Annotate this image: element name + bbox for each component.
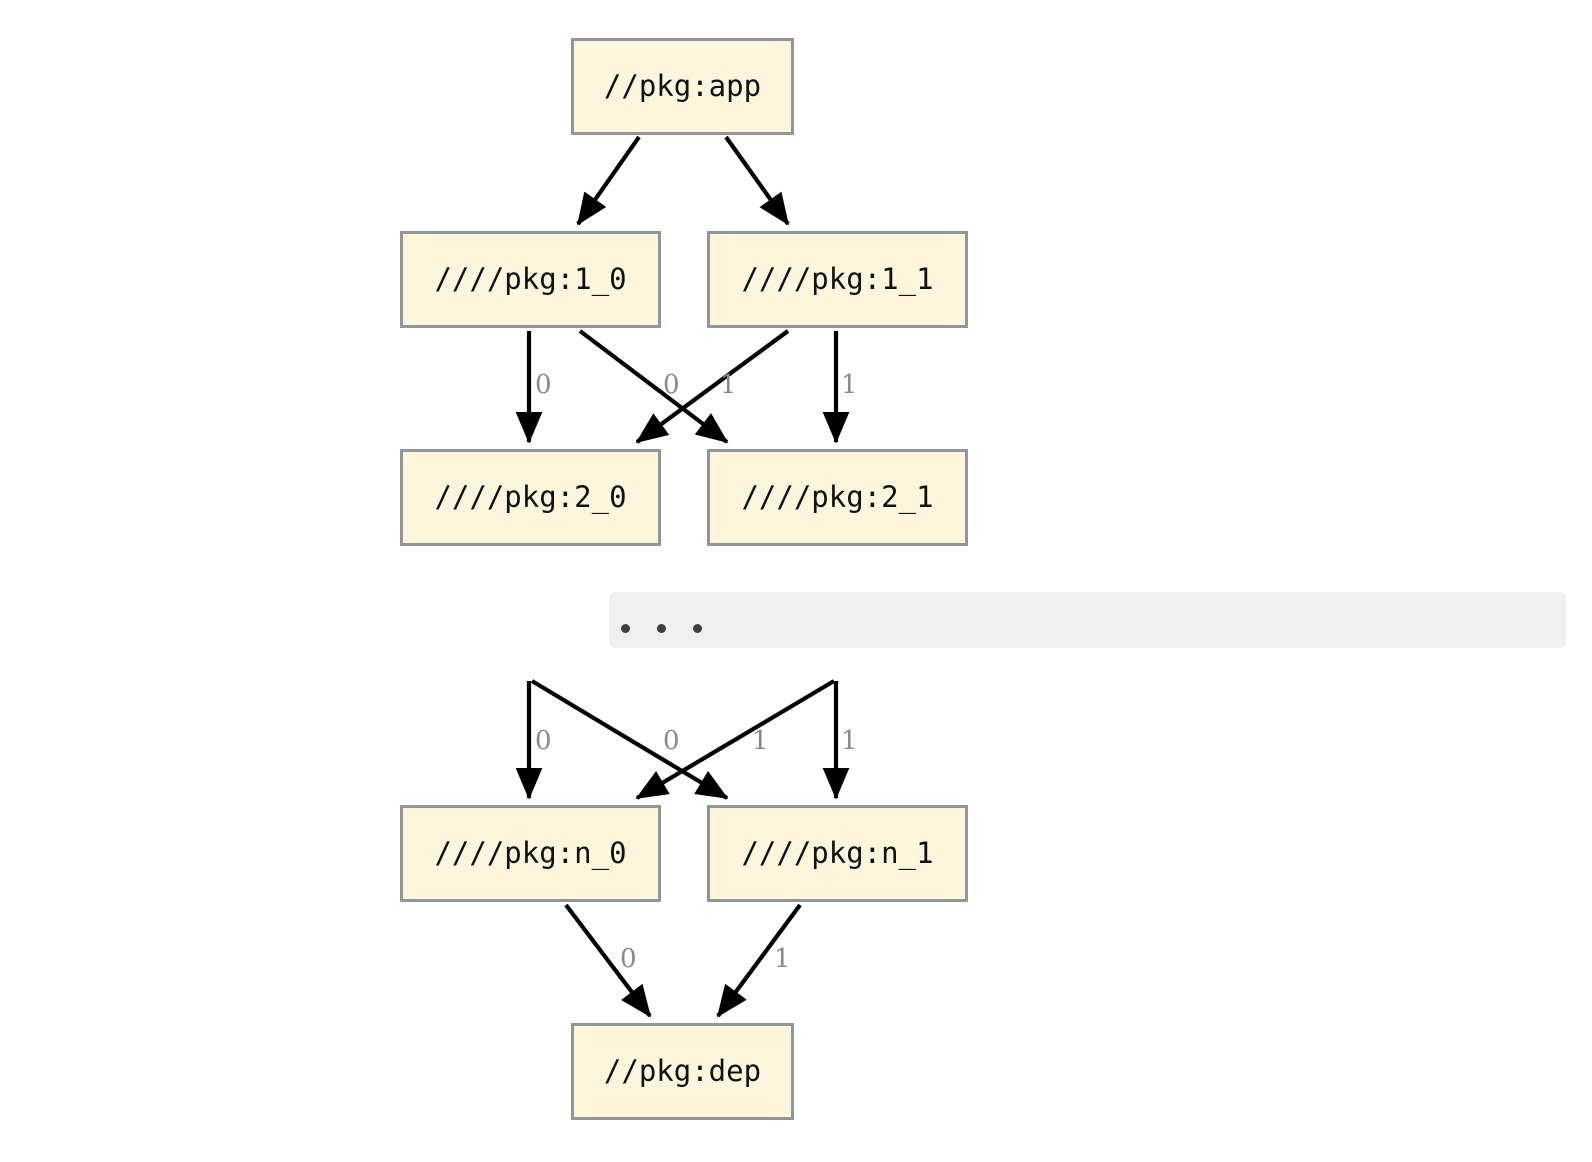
node-label: ////pkg:n_1 bbox=[741, 836, 934, 870]
node-label: ////pkg:n_0 bbox=[434, 836, 627, 870]
edge-label: 1 bbox=[841, 726, 858, 756]
ellipsis-dot bbox=[621, 624, 630, 633]
edge-label: 1 bbox=[720, 370, 737, 400]
edge-n_1-to-dep bbox=[716, 903, 802, 1018]
ellipsis-dots bbox=[621, 624, 702, 633]
node-l1_1[interactable]: ////pkg:1_1 bbox=[707, 231, 968, 328]
node-label: //pkg:dep bbox=[603, 1054, 762, 1088]
edge-upper-to-n_1 bbox=[530, 679, 729, 800]
node-label: ////pkg:1_0 bbox=[434, 262, 627, 296]
edge-label: 0 bbox=[535, 726, 552, 756]
node-ln_1[interactable]: ////pkg:n_1 bbox=[707, 805, 968, 902]
edge-app-to-1_0 bbox=[576, 135, 641, 226]
node-dep[interactable]: //pkg:dep bbox=[571, 1023, 794, 1120]
edge-label: 1 bbox=[752, 726, 769, 756]
ellipsis-dot bbox=[657, 624, 666, 633]
ellipsis-band bbox=[609, 592, 1566, 648]
edge-label: 1 bbox=[774, 944, 791, 974]
edge-label: 1 bbox=[841, 370, 858, 400]
edge-upper2-to-n_0 bbox=[635, 679, 836, 800]
edge-app-to-1_1 bbox=[724, 135, 790, 226]
node-app[interactable]: //pkg:app bbox=[571, 38, 794, 135]
node-l2_0[interactable]: ////pkg:2_0 bbox=[400, 449, 661, 546]
edge-1_0-to-2_1 bbox=[578, 329, 729, 444]
node-label: ////pkg:2_0 bbox=[434, 480, 627, 514]
node-label: ////pkg:1_1 bbox=[741, 262, 934, 296]
edge-label: 0 bbox=[535, 370, 552, 400]
node-label: //pkg:app bbox=[603, 69, 762, 103]
node-l2_1[interactable]: ////pkg:2_1 bbox=[707, 449, 968, 546]
node-label: ////pkg:2_1 bbox=[741, 480, 934, 514]
node-ln_0[interactable]: ////pkg:n_0 bbox=[400, 805, 661, 902]
edge-label: 0 bbox=[663, 370, 680, 400]
node-l1_0[interactable]: ////pkg:1_0 bbox=[400, 231, 661, 328]
edge-label: 0 bbox=[663, 726, 680, 756]
edge-n_0-to-dep bbox=[564, 903, 652, 1018]
edge-label: 0 bbox=[620, 944, 637, 974]
ellipsis-dot bbox=[693, 624, 702, 633]
edge-1_1-to-2_0 bbox=[635, 329, 790, 444]
